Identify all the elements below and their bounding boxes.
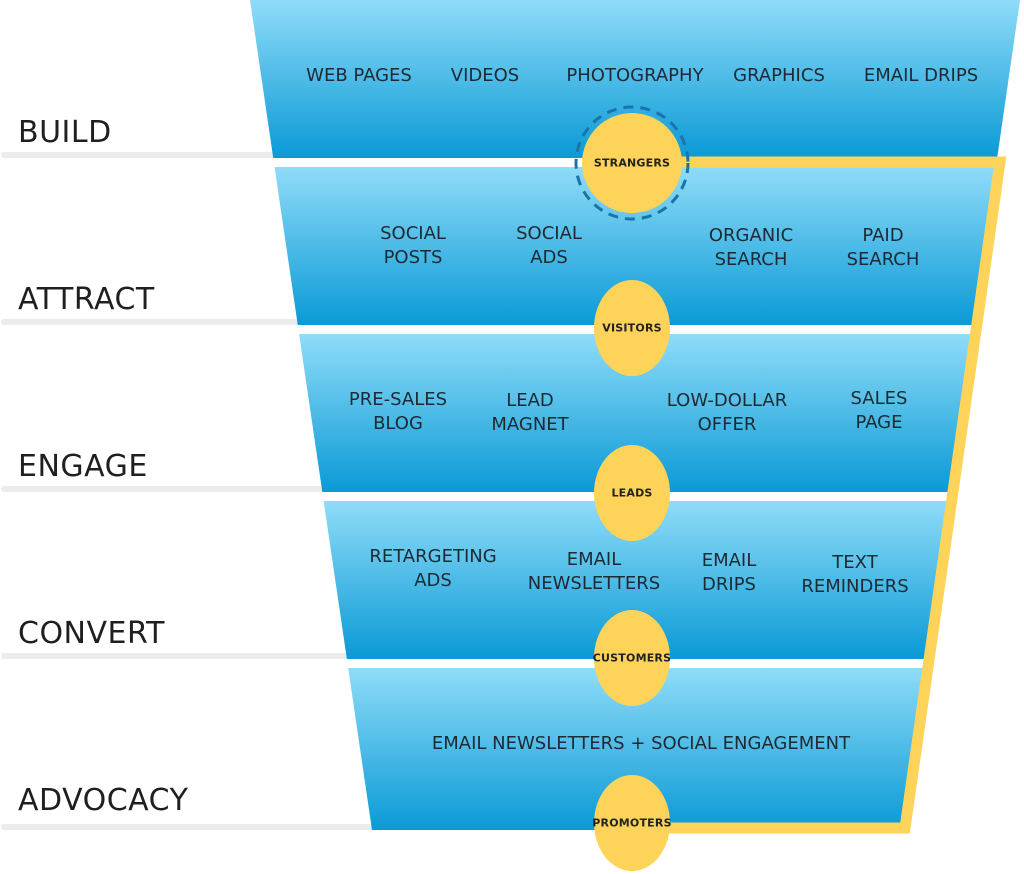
funnel-item: PHOTOGRAPHY	[566, 65, 704, 86]
journey-bracket	[632, 156, 1007, 834]
circle-label-leads: LEADS	[611, 486, 653, 500]
stage-circle-convert	[594, 610, 670, 706]
funnel-item: LEAD MAGNET	[491, 390, 569, 435]
funnel-band-attract	[274, 167, 996, 325]
funnel-item: VIDEOS	[450, 65, 520, 86]
stage-label-advocacy: ADVOCACY	[18, 783, 189, 818]
funnel-item: RETARGETING ADS	[369, 546, 497, 591]
funnel-item: ORGANIC SEARCH	[708, 225, 794, 270]
funnel-item: EMAIL NEWSLETTERS	[527, 549, 661, 594]
funnel-item: SOCIAL ADS	[516, 223, 582, 268]
funnel-item: LOW-DOLLAR OFFER	[666, 390, 788, 435]
funnel-band-advocacy	[348, 668, 924, 830]
funnel-item: EMAIL NEWSLETTERS + SOCIAL ENGAGEMENT	[431, 733, 851, 754]
circle-label-customers: CUSTOMERS	[592, 651, 672, 665]
circle-label-strangers: STRANGERS	[593, 156, 671, 170]
funnel-item: EMAIL DRIPS	[863, 65, 979, 86]
stage-label-build: BUILD	[18, 115, 112, 150]
stage-label-attract: ATTRACT	[18, 282, 155, 317]
funnel-band-convert	[323, 501, 948, 659]
funnel-item: SALES PAGE	[850, 388, 908, 433]
funnel-band-build	[250, 0, 1020, 158]
funnel-band-engage	[299, 334, 972, 492]
stage-circle-engage	[594, 445, 670, 541]
funnel-item: GRAPHICS	[733, 65, 825, 86]
funnel-item: PRE-SALES BLOG	[348, 389, 448, 434]
funnel-item: WEB PAGES	[306, 65, 412, 86]
funnel-item: SOCIAL POSTS	[380, 223, 446, 268]
dashed-ring-strangers	[574, 105, 690, 221]
circle-label-promoters: PROMOTERS	[592, 816, 672, 830]
stage-label-convert: CONVERT	[18, 616, 165, 651]
stage-circle-build	[582, 113, 682, 213]
stage-circle-advocacy	[594, 775, 670, 871]
circle-label-visitors: VISITORS	[602, 321, 662, 335]
funnel-item: TEXT REMINDERS	[801, 552, 909, 597]
stage-label-engage: ENGAGE	[18, 449, 148, 484]
stage-circle-attract	[594, 280, 670, 376]
funnel-item: PAID SEARCH	[846, 225, 920, 270]
funnel-item: EMAIL DRIPS	[701, 550, 757, 595]
